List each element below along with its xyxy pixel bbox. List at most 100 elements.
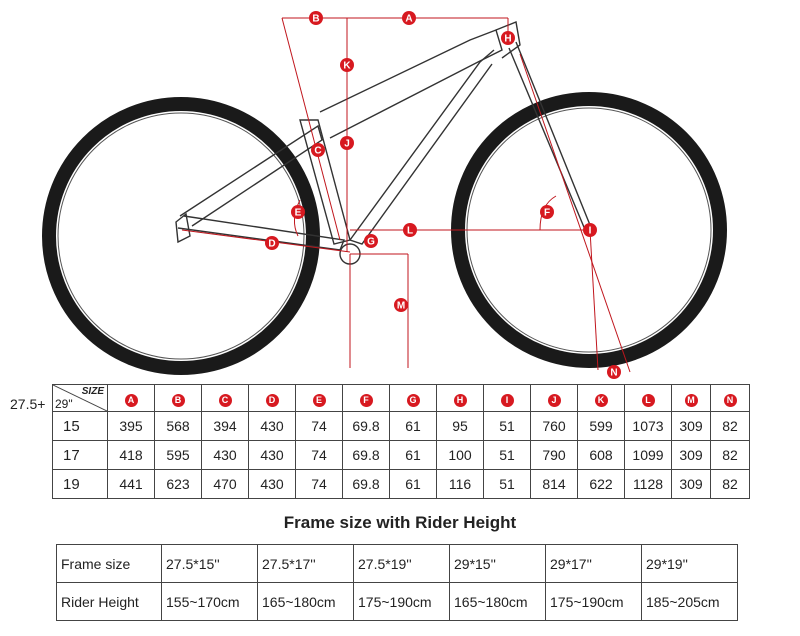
frame-size-label: Frame size	[56, 544, 162, 583]
svg-text:N: N	[610, 368, 617, 379]
marker-e: E	[291, 205, 305, 219]
marker-h: H	[501, 31, 515, 45]
table-cell: 69.8	[342, 469, 390, 499]
table-cell: 309	[671, 469, 711, 499]
svg-text:C: C	[314, 146, 321, 157]
table-cell: 61	[389, 440, 437, 470]
rear-wheel	[42, 97, 320, 375]
table-corner: SIZE 29"	[52, 384, 108, 412]
bike-geometry-diagram: A B C D E F G H I J K L M N	[42, 11, 727, 379]
table-cell: 100	[436, 440, 484, 470]
table-cell: 51	[483, 411, 531, 441]
table-cell: 69.8	[342, 440, 390, 470]
col-header-g: G	[389, 384, 437, 412]
svg-text:A: A	[405, 14, 412, 25]
table-cell: 595	[154, 440, 202, 470]
table-cell: 441	[107, 469, 155, 499]
table-cell: 27.5*15''	[161, 544, 258, 583]
dimension-lines	[181, 17, 631, 373]
table-cell: 61	[389, 469, 437, 499]
table-cell: 599	[577, 411, 625, 441]
col-header-l: L	[624, 384, 672, 412]
marker-d: D	[265, 236, 279, 250]
table-cell: 395	[107, 411, 155, 441]
table-cell: 74	[295, 411, 343, 441]
table-cell: 95	[436, 411, 484, 441]
col-header-h: H	[436, 384, 484, 412]
table-cell: 418	[107, 440, 155, 470]
table-cell: 608	[577, 440, 625, 470]
svg-text:J: J	[344, 139, 350, 150]
frame-size-row: Frame size 27.5*15'' 27.5*17'' 27.5*19''…	[56, 544, 738, 583]
geometry-header-row: SIZE 29" A B C D E F G H I J K L M N	[52, 384, 750, 412]
col-header-j: J	[530, 384, 578, 412]
marker-b: B	[309, 11, 323, 25]
marker-c: C	[311, 143, 325, 157]
svg-text:L: L	[407, 226, 413, 237]
svg-text:E: E	[295, 208, 302, 219]
table-cell: 74	[295, 440, 343, 470]
table-cell: 309	[671, 440, 711, 470]
table-cell: 51	[483, 469, 531, 499]
col-header-b: B	[154, 384, 202, 412]
table-cell: 185~205cm	[641, 582, 738, 621]
svg-text:M: M	[397, 301, 405, 312]
wheel-size-label: 27.5+	[10, 396, 46, 412]
bike-frame	[175, 21, 591, 265]
geometry-table: SIZE 29" A B C D E F G H I J K L M N 15 …	[52, 384, 750, 499]
table-cell: 1099	[624, 440, 672, 470]
table-cell: 29*19''	[641, 544, 738, 583]
table-cell: 82	[710, 469, 750, 499]
svg-text:D: D	[268, 239, 275, 250]
marker-n: N	[607, 365, 621, 379]
corner-size-label: SIZE	[81, 386, 104, 397]
rider-height-label: Rider Height	[56, 582, 162, 621]
table-cell: 165~180cm	[257, 582, 354, 621]
table-cell: 430	[248, 440, 296, 470]
size-label: 17	[52, 440, 108, 470]
marker-f: F	[540, 205, 554, 219]
col-header-k: K	[577, 384, 625, 412]
svg-text:G: G	[367, 237, 375, 248]
marker-k: K	[340, 58, 354, 72]
table-cell: 82	[710, 440, 750, 470]
svg-text:F: F	[544, 208, 550, 219]
table-cell: 1073	[624, 411, 672, 441]
size-label: 19	[52, 469, 108, 499]
col-header-a: A	[107, 384, 155, 412]
table-cell: 27.5*19''	[353, 544, 450, 583]
table-cell: 430	[248, 411, 296, 441]
table-cell: 430	[248, 469, 296, 499]
table-cell: 175~190cm	[545, 582, 642, 621]
table-cell: 790	[530, 440, 578, 470]
marker-j: J	[340, 136, 354, 150]
marker-a: A	[402, 11, 416, 25]
svg-text:H: H	[504, 34, 511, 45]
table-cell: 394	[201, 411, 249, 441]
table-cell: 29*17''	[545, 544, 642, 583]
table-cell: 69.8	[342, 411, 390, 441]
rider-height-title: Frame size with Rider Height	[283, 513, 517, 532]
table-cell: 470	[201, 469, 249, 499]
col-header-i: I	[483, 384, 531, 412]
table-cell: 623	[154, 469, 202, 499]
svg-text:K: K	[343, 61, 351, 72]
table-cell: 568	[154, 411, 202, 441]
corner-wheel-label: 29"	[55, 397, 73, 411]
table-cell: 74	[295, 469, 343, 499]
marker-i: I	[583, 223, 597, 237]
table-cell: 165~180cm	[449, 582, 546, 621]
table-cell: 61	[389, 411, 437, 441]
col-header-f: F	[342, 384, 390, 412]
col-header-e: E	[295, 384, 343, 412]
col-header-n: N	[710, 384, 750, 412]
col-header-c: C	[201, 384, 249, 412]
svg-text:I: I	[589, 226, 592, 237]
table-cell: 1128	[624, 469, 672, 499]
table-cell: 309	[671, 411, 711, 441]
table-cell: 430	[201, 440, 249, 470]
table-cell: 760	[530, 411, 578, 441]
table-cell: 155~170cm	[161, 582, 258, 621]
table-cell: 27.5*17''	[257, 544, 354, 583]
table-cell: 29*15''	[449, 544, 546, 583]
